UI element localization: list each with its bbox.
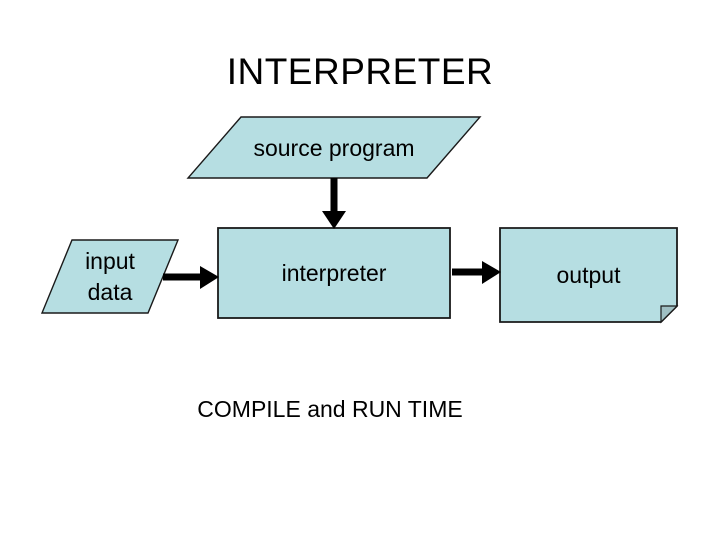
folded-corner-icon xyxy=(660,305,679,324)
shape-input-data[interactable] xyxy=(40,239,180,314)
arrow-input-to-interpreter xyxy=(163,266,219,289)
shape-source-program[interactable] xyxy=(186,116,482,179)
shape-interpreter[interactable] xyxy=(217,227,451,319)
arrow-source-to-interpreter xyxy=(322,178,346,229)
arrow-interpreter-to-output xyxy=(452,261,501,284)
page-title: INTERPRETER xyxy=(226,51,494,92)
footer-note: COMPILE and RUN TIME xyxy=(197,396,463,422)
shape-output[interactable] xyxy=(499,227,678,323)
